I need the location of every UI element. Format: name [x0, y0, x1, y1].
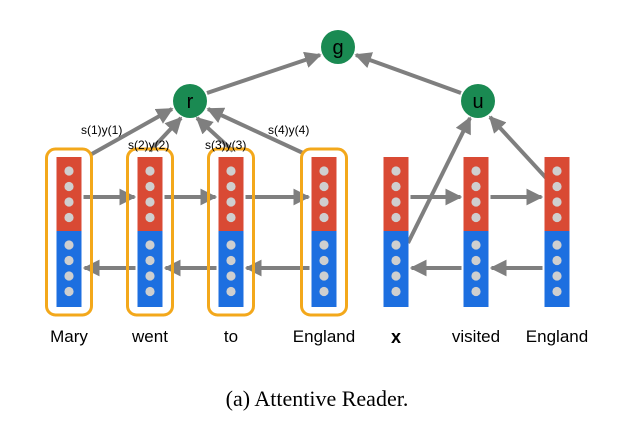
forward-unit-dot — [145, 181, 155, 192]
forward-unit-dot — [552, 181, 562, 192]
forward-unit-dot — [552, 212, 562, 223]
forward-unit-dot — [64, 166, 74, 176]
attention-label-3: s(3)y(3) — [205, 138, 246, 152]
forward-unit-dot — [64, 181, 74, 192]
attention-arrow-1 — [89, 107, 174, 157]
word-went: went — [131, 327, 168, 346]
backward-unit-dot — [64, 255, 74, 266]
backward-unit-dot — [391, 286, 401, 297]
token-column-england-doc — [311, 157, 337, 307]
backward-unit-dot — [64, 271, 74, 281]
query-forward-to-u-arrow — [488, 115, 550, 182]
forward-unit-dot — [145, 197, 155, 207]
node-r: r — [173, 84, 207, 118]
backward-unit-dot — [552, 240, 562, 250]
forward-unit-dot — [471, 166, 481, 176]
token-column-england-query — [544, 157, 570, 307]
backward-unit-dot — [391, 240, 401, 250]
node-r-label: r — [187, 91, 194, 113]
node-g: g — [321, 30, 355, 64]
backward-unit-dot — [552, 271, 562, 281]
forward-unit-dot — [226, 166, 236, 176]
node-u: u — [461, 84, 495, 118]
figure-caption: (a) Attentive Reader. — [226, 386, 409, 411]
backward-unit-dot — [319, 286, 329, 297]
backward-unit-dot — [319, 255, 329, 266]
backward-unit-dot — [391, 255, 401, 266]
word-england-doc: England — [293, 327, 355, 346]
token-column-to — [218, 157, 244, 307]
node-r-circle — [173, 84, 207, 118]
attention-highlight-box-mary — [45, 147, 93, 317]
attention-arrow-3 — [195, 116, 235, 153]
forward-unit-dot — [471, 181, 481, 192]
attention-label-1: s(1)y(1) — [81, 123, 122, 137]
attention-label-4: s(4)y(4) — [268, 123, 309, 137]
forward-unit-dot — [64, 197, 74, 207]
forward-unit-dot — [391, 197, 401, 207]
token-column-visited — [463, 157, 489, 307]
forward-unit-dot — [64, 212, 74, 223]
forward-unit-dot — [145, 166, 155, 176]
attention-highlight-box-went — [126, 147, 174, 317]
backward-unit-dot — [145, 286, 155, 297]
backward-unit-dot — [64, 240, 74, 250]
backward-unit-dot — [226, 271, 236, 281]
backward-unit-dot — [471, 240, 481, 250]
backward-unit-dot — [391, 271, 401, 281]
forward-unit-dot — [319, 197, 329, 207]
node-g-label: g — [332, 37, 343, 59]
token-column-went — [137, 157, 163, 307]
forward-unit-dot — [319, 166, 329, 176]
backward-unit-dot — [552, 286, 562, 297]
backward-unit-dot — [64, 286, 74, 297]
forward-unit-dot — [391, 166, 401, 176]
node-u-label: u — [472, 91, 483, 113]
backward-unit-dot — [145, 271, 155, 281]
forward-unit-dot — [471, 197, 481, 207]
backward-unit-dot — [226, 286, 236, 297]
node-u-circle — [461, 84, 495, 118]
node-g-circle — [321, 30, 355, 64]
forward-unit-dot — [471, 212, 481, 223]
attention-highlight-box-to — [207, 147, 255, 317]
backward-unit-dot — [471, 255, 481, 266]
attention-highlight-layer — [45, 147, 348, 317]
r-to-g-arrow — [206, 51, 322, 95]
query-marker-x: x — [391, 327, 401, 347]
forward-unit-dot — [391, 212, 401, 223]
attention-label-2: s(2)y(2) — [128, 138, 169, 152]
backward-unit-dot — [471, 286, 481, 297]
word-visited: visited — [452, 327, 500, 346]
attention-highlight-box-england-doc — [300, 147, 348, 317]
forward-unit-dot — [226, 181, 236, 192]
token-column-mary — [56, 157, 82, 307]
forward-unit-dot — [391, 181, 401, 192]
word-mary: Mary — [50, 327, 88, 346]
forward-unit-dot — [319, 181, 329, 192]
attention-arrow-4 — [206, 107, 304, 155]
backward-unit-dot — [319, 240, 329, 250]
backward-unit-dot — [552, 255, 562, 266]
backward-unit-dot — [145, 240, 155, 250]
forward-unit-dot — [226, 197, 236, 207]
word-to: to — [224, 327, 238, 346]
forward-unit-dot — [319, 212, 329, 223]
attention-arrow-2 — [148, 116, 183, 153]
backward-unit-dot — [226, 240, 236, 250]
forward-unit-dot — [226, 212, 236, 223]
forward-unit-dot — [145, 212, 155, 223]
word-england-query: England — [526, 327, 588, 346]
query-backward-to-u-arrow — [406, 116, 472, 244]
token-column-layer — [56, 157, 570, 307]
u-to-g-arrow — [354, 52, 462, 95]
backward-unit-dot — [226, 255, 236, 266]
forward-unit-dot — [552, 197, 562, 207]
backward-unit-dot — [471, 271, 481, 281]
token-column-x — [383, 157, 409, 307]
forward-unit-dot — [552, 166, 562, 176]
backward-unit-dot — [319, 271, 329, 281]
backward-unit-dot — [145, 255, 155, 266]
